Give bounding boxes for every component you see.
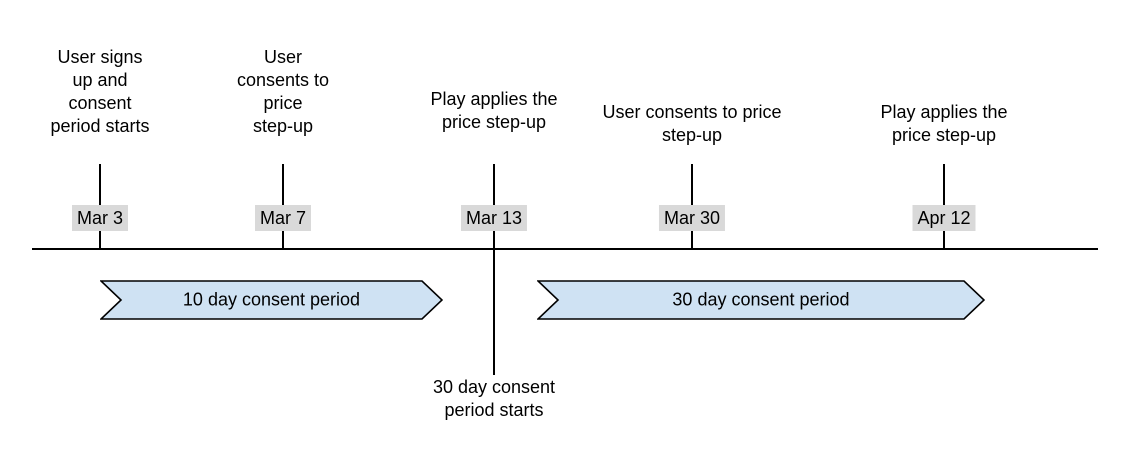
event-description-line: price step-up bbox=[891, 125, 997, 145]
timeline-event-apr-12: Play applies the price step-up Apr 12 bbox=[824, 0, 1064, 454]
event-description-line: period starts bbox=[50, 116, 150, 136]
event-tick-line bbox=[943, 164, 945, 249]
event-date-badge: Mar 7 bbox=[254, 205, 312, 231]
event-description-line: Play applies the bbox=[430, 89, 558, 109]
timeline-event-mar-3: User signs up and consent period starts … bbox=[0, 0, 220, 454]
chevron-arrow-shape bbox=[537, 280, 985, 320]
event-description: User consents to price step-up bbox=[163, 46, 403, 138]
chevron-arrow-shape bbox=[100, 280, 443, 320]
event-description-line: price bbox=[263, 93, 303, 113]
event-description-line: consent bbox=[68, 93, 132, 113]
event-description-line: price step-up bbox=[441, 112, 547, 132]
period-banner-10-day: 10 day consent period bbox=[100, 280, 443, 320]
timeline-event-mar-13: Play applies the price step-up Mar 13 30… bbox=[374, 0, 614, 454]
event-description-line: step-up bbox=[661, 125, 723, 145]
event-date-badge: Mar 13 bbox=[460, 205, 528, 231]
period-banner-30-day: 30 day consent period bbox=[537, 280, 985, 320]
event-date-badge: Mar 3 bbox=[71, 205, 129, 231]
event-tick-line bbox=[691, 164, 693, 249]
event-description-line: User consents to price bbox=[602, 102, 782, 122]
timeline-event-mar-30: User consents to price step-up Mar 30 bbox=[572, 0, 812, 454]
event-date-badge: Apr 12 bbox=[912, 205, 976, 231]
event-description-line: Play applies the bbox=[880, 102, 1008, 122]
event-tick-line bbox=[282, 164, 284, 249]
event-description-line: up and bbox=[72, 70, 128, 90]
event-description-line: User signs bbox=[57, 47, 143, 67]
event-description-line: User bbox=[263, 47, 302, 67]
event-below-description: 30 day consent period starts bbox=[374, 376, 614, 422]
period-banner-label: 10 day consent period bbox=[182, 289, 361, 310]
event-description-line: consents to bbox=[236, 70, 330, 90]
event-description: User signs up and consent period starts bbox=[0, 46, 220, 138]
timeline-event-mar-7: User consents to price step-up Mar 7 bbox=[163, 0, 403, 454]
period-banner-label: 30 day consent period bbox=[672, 289, 850, 310]
event-description: Play applies the price step-up bbox=[374, 88, 614, 134]
event-tick-line-below-axis bbox=[493, 249, 495, 375]
event-tick-line bbox=[99, 164, 101, 249]
event-description: User consents to price step-up bbox=[572, 101, 812, 147]
event-date-badge: Mar 30 bbox=[658, 205, 726, 231]
timeline-axis-line bbox=[32, 248, 1098, 250]
event-description: Play applies the price step-up bbox=[824, 101, 1064, 147]
event-description-line: period starts bbox=[444, 400, 544, 420]
event-tick-line bbox=[493, 164, 495, 249]
event-description-line: step-up bbox=[252, 116, 314, 136]
event-description-line: 30 day consent bbox=[432, 377, 556, 397]
